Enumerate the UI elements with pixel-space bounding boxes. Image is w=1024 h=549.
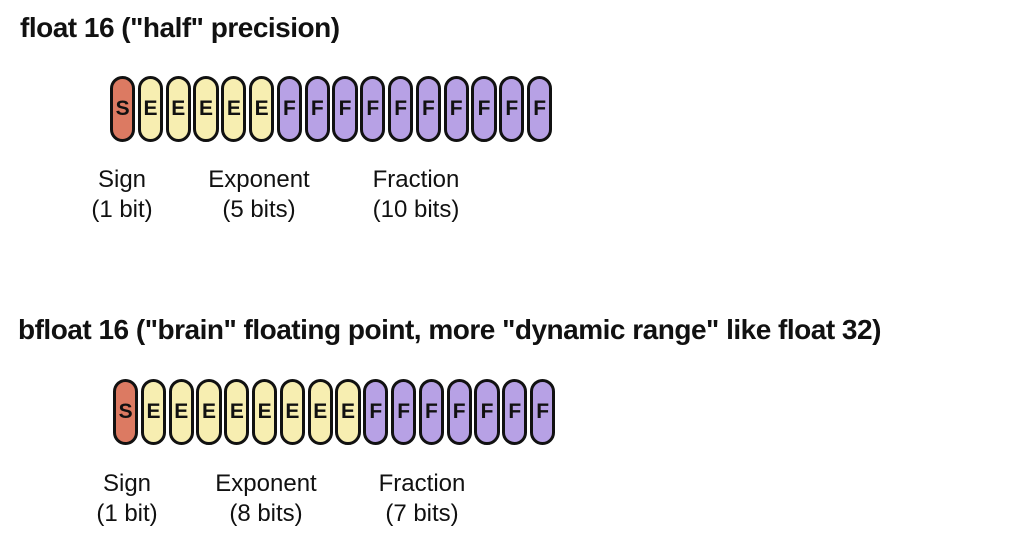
field-bit-count: (5 bits) [222,196,296,223]
bit-cell-exponent: E [251,379,278,445]
bit-cell-exponent: E [196,379,222,445]
bit-cell-fraction: F [387,76,414,142]
bit-cell-fraction: F [332,76,358,142]
float16-sign-label: Sign (1 bit) [91,165,152,225]
float16-title: float 16 ("half" precision) [20,12,340,43]
bit-cell-fraction: F [443,76,469,142]
field-name: Exponent [215,470,317,497]
bit-cell-fraction: F [390,379,417,445]
bit-cell-exponent: E [221,76,247,142]
bfloat16-exponent-label: Exponent (8 bits) [215,469,316,529]
bit-cell-fraction: F [276,76,303,142]
bit-cell-exponent: E [140,379,167,445]
bit-cell-fraction: F [446,379,472,445]
bit-cell-exponent: E [137,76,164,142]
field-name: Fraction [378,470,466,497]
bfloat16-fraction-label: Fraction (7 bits) [379,469,466,529]
field-bit-count: (10 bits) [372,196,460,223]
field-name: Exponent [208,166,310,193]
field-bit-count: (1 bit) [96,500,158,527]
field-name: Sign [97,166,147,193]
bit-cell-exponent: E [335,379,361,445]
field-name: Fraction [372,166,460,193]
bit-cell-exponent: E [193,76,219,142]
bit-cell-exponent: E [224,379,250,445]
bit-cell-fraction: F [499,76,525,142]
bit-cell-fraction: F [502,379,528,445]
float16-exponent-label: Exponent (5 bits) [208,165,309,225]
bit-cell-exponent: E [307,379,333,445]
bit-cell-fraction: F [471,76,497,142]
bit-cell-exponent: E [168,379,194,445]
bit-cell-fraction: F [360,76,386,142]
float16-fraction-label: Fraction (10 bits) [373,165,460,225]
bit-cell-exponent: E [279,379,306,445]
bit-cell-fraction: F [418,379,445,445]
bit-cell-sign: S [110,76,136,142]
field-bit-count: (1 bit) [91,196,153,223]
bit-cell-fraction: F [474,379,500,445]
field-name: Sign [102,470,152,497]
bit-cell-fraction: F [529,379,556,445]
bit-cell-fraction: F [415,76,442,142]
bfloat16-sign-label: Sign (1 bit) [96,469,157,529]
bit-cell-sign: S [113,379,139,445]
bit-cell-fraction: F [363,379,389,445]
bit-cell-fraction: F [526,76,553,142]
field-bit-count: (7 bits) [385,500,459,527]
bit-cell-fraction: F [304,76,330,142]
bit-cell-exponent: E [165,76,191,142]
field-bit-count: (8 bits) [229,500,303,527]
bfloat16-title: bfloat 16 ("brain" floating point, more … [18,314,881,345]
bit-cell-exponent: E [248,76,275,142]
